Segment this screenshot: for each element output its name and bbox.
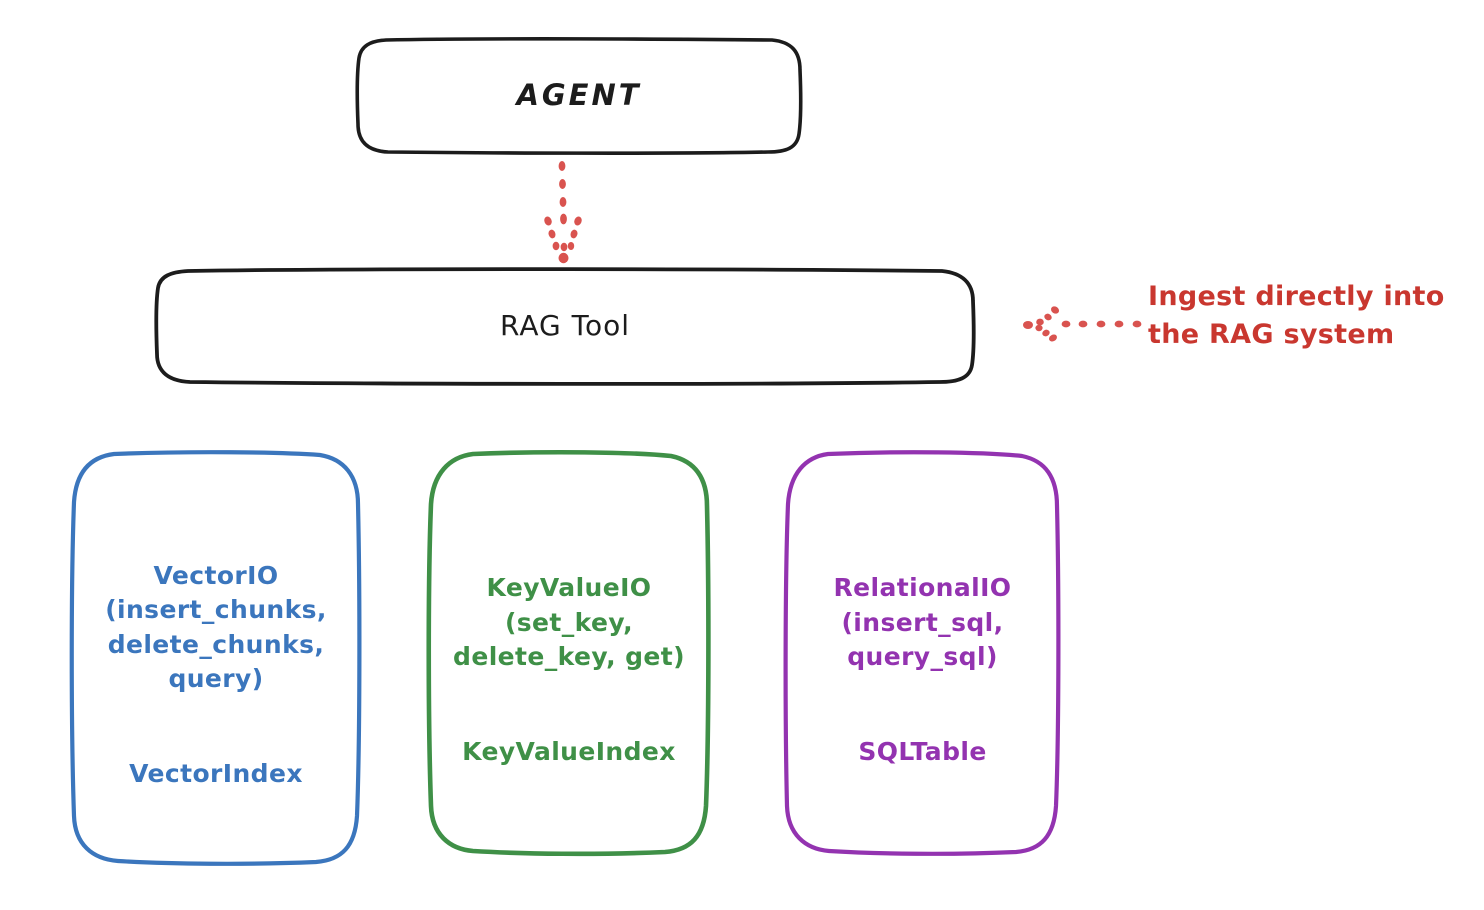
node-vector-io[interactable]: VectorIO (insert_chunks, delete_chunks, … (69, 450, 362, 866)
spacer (453, 675, 685, 701)
node-agent[interactable]: AGENT (355, 37, 803, 155)
node-rag-tool[interactable]: RAG Tool (154, 267, 976, 386)
relational-io-methods: RelationalIO (insert_sql, query_sql) (833, 573, 1012, 671)
key-value-io-index: KeyValueIndex (462, 737, 676, 766)
node-relational-io[interactable]: RelationalIO (insert_sql, query_sql) SQL… (783, 450, 1061, 856)
relational-io-label: RelationalIO (insert_sql, query_sql) SQL… (834, 537, 1012, 770)
spacer (105, 697, 327, 723)
rag-tool-label: RAG Tool (500, 308, 630, 342)
key-value-io-methods: KeyValueIO (set_key, delete_key, get) (453, 573, 685, 671)
vector-io-methods: VectorIO (insert_chunks, delete_chunks, … (105, 560, 327, 694)
connector-agent-to-rag-tool (544, 161, 582, 264)
annotation-ingest-directly: Ingest directly into the RAG system (1148, 281, 1445, 351)
vector-io-label: VectorIO (insert_chunks, delete_chunks, … (105, 524, 327, 792)
connector-ingest-pointer (1023, 306, 1142, 342)
key-value-io-label: KeyValueIO (set_key, delete_key, get) Ke… (453, 537, 685, 770)
node-key-value-io[interactable]: KeyValueIO (set_key, delete_key, get) Ke… (426, 449, 711, 857)
agent-label: AGENT (516, 78, 642, 113)
spacer (834, 675, 1012, 701)
vector-io-index: VectorIndex (129, 759, 303, 789)
relational-io-table: SQLTable (858, 737, 987, 766)
